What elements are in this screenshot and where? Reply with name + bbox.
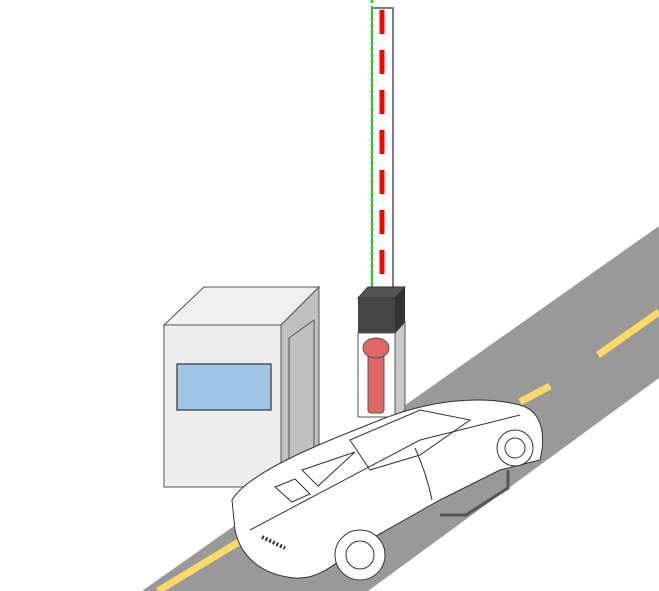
- car-rear-wheel-rim: [504, 437, 526, 459]
- car-roof: [349, 409, 472, 471]
- car-vent: [301, 451, 356, 487]
- lane-marking: [595, 309, 659, 358]
- barrier-gate: [356, 0, 407, 418]
- gate-head-side: [395, 287, 405, 333]
- lane-marking: [518, 382, 552, 406]
- car-rear-wheel: [496, 429, 534, 467]
- car-sensor-loop: [440, 470, 510, 517]
- gate-button-icon: [362, 337, 390, 359]
- car-hood-panel: [274, 478, 311, 503]
- gate-head: [358, 298, 395, 333]
- booth-window: [176, 363, 272, 411]
- car-front-wheel: [334, 529, 386, 581]
- booth-door: [288, 319, 315, 476]
- car-grille: [261, 535, 286, 550]
- car-door-line: [414, 447, 433, 501]
- toll-booth: [162, 285, 321, 489]
- car-front-wheel-rim: [345, 540, 375, 570]
- sports-car: [231, 399, 544, 581]
- gate-body-side: [394, 320, 406, 418]
- lane-marking: [156, 537, 244, 591]
- gate-post: [367, 352, 385, 414]
- car-side-line: [249, 414, 521, 531]
- car-body: [231, 399, 544, 579]
